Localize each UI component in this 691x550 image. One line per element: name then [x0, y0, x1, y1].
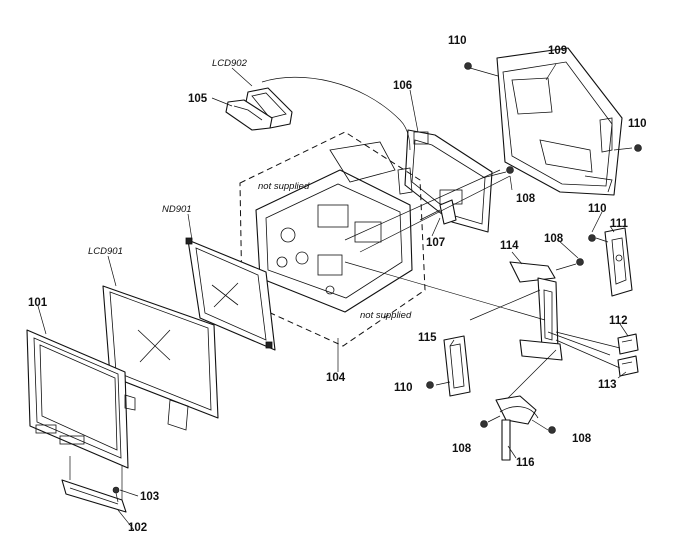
part-112-clip [617, 333, 639, 355]
callout-107: 107 [426, 237, 445, 249]
callout-106: 106 [393, 80, 412, 92]
label-nd901: ND901 [162, 204, 192, 215]
part-nd901-panel [185, 237, 276, 351]
part-104-not-supplied-frame [239, 131, 426, 347]
callout-110a: 110 [448, 35, 467, 47]
callout-114: 114 [500, 240, 519, 252]
screw-108-hinge [576, 258, 584, 266]
part-109-rear-cabinet [496, 47, 623, 196]
callout-109: 109 [548, 45, 567, 57]
callout-115: 115 [418, 332, 437, 344]
callout-112: 112 [609, 315, 628, 327]
note-not-supplied-2: not supplied [360, 310, 412, 321]
part-114-hinge-bracket [509, 261, 563, 361]
part-113-clip [617, 355, 639, 377]
callout-108d: 108 [572, 433, 592, 445]
label-lcd901: LCD901 [88, 246, 123, 257]
note-not-supplied-1: not supplied [258, 181, 310, 192]
callout-108c: 108 [452, 443, 472, 455]
callout-102: 102 [128, 522, 147, 534]
callout-101: 101 [28, 297, 48, 309]
callout-103: 103 [140, 491, 159, 503]
screw-110-low [426, 381, 434, 389]
callout-labels: 101 102 103 104 105 106 107 108 108 108 … [28, 35, 647, 534]
part-115-cover [443, 335, 471, 397]
part-102-bracket [61, 479, 127, 513]
callout-116: 116 [516, 457, 535, 469]
callout-108a: 108 [516, 193, 536, 205]
callout-110b: 110 [628, 118, 647, 130]
callout-110d: 110 [394, 382, 413, 394]
part-lcd901-panel [102, 285, 219, 431]
callout-104: 104 [326, 372, 346, 384]
screw-108-low-left [480, 420, 488, 428]
screw-108-mid [506, 166, 514, 174]
screw-110-top [464, 62, 472, 70]
part-107-bracket [439, 199, 457, 225]
label-lcd902: LCD902 [212, 58, 248, 69]
leader-lines [37, 63, 629, 531]
callout-108b: 108 [544, 233, 564, 245]
part-name-labels: LCD902 ND901 LCD901 not supplied not sup… [88, 58, 412, 321]
callout-105: 105 [188, 93, 208, 105]
part-101-front-cabinet [26, 329, 136, 469]
screw-110-right [634, 144, 642, 152]
screws [426, 62, 642, 434]
part-111-hinge-plate [604, 227, 633, 297]
screw-110-mid [588, 234, 596, 242]
callout-113: 113 [598, 379, 617, 391]
part-103-screw [112, 486, 120, 503]
assembly-lines [69, 67, 633, 500]
callout-110c: 110 [588, 203, 607, 215]
part-105-holder [225, 99, 273, 131]
part-116-arm [495, 395, 539, 461]
callout-111: 111 [610, 218, 629, 230]
screw-108-low-right [548, 426, 556, 434]
